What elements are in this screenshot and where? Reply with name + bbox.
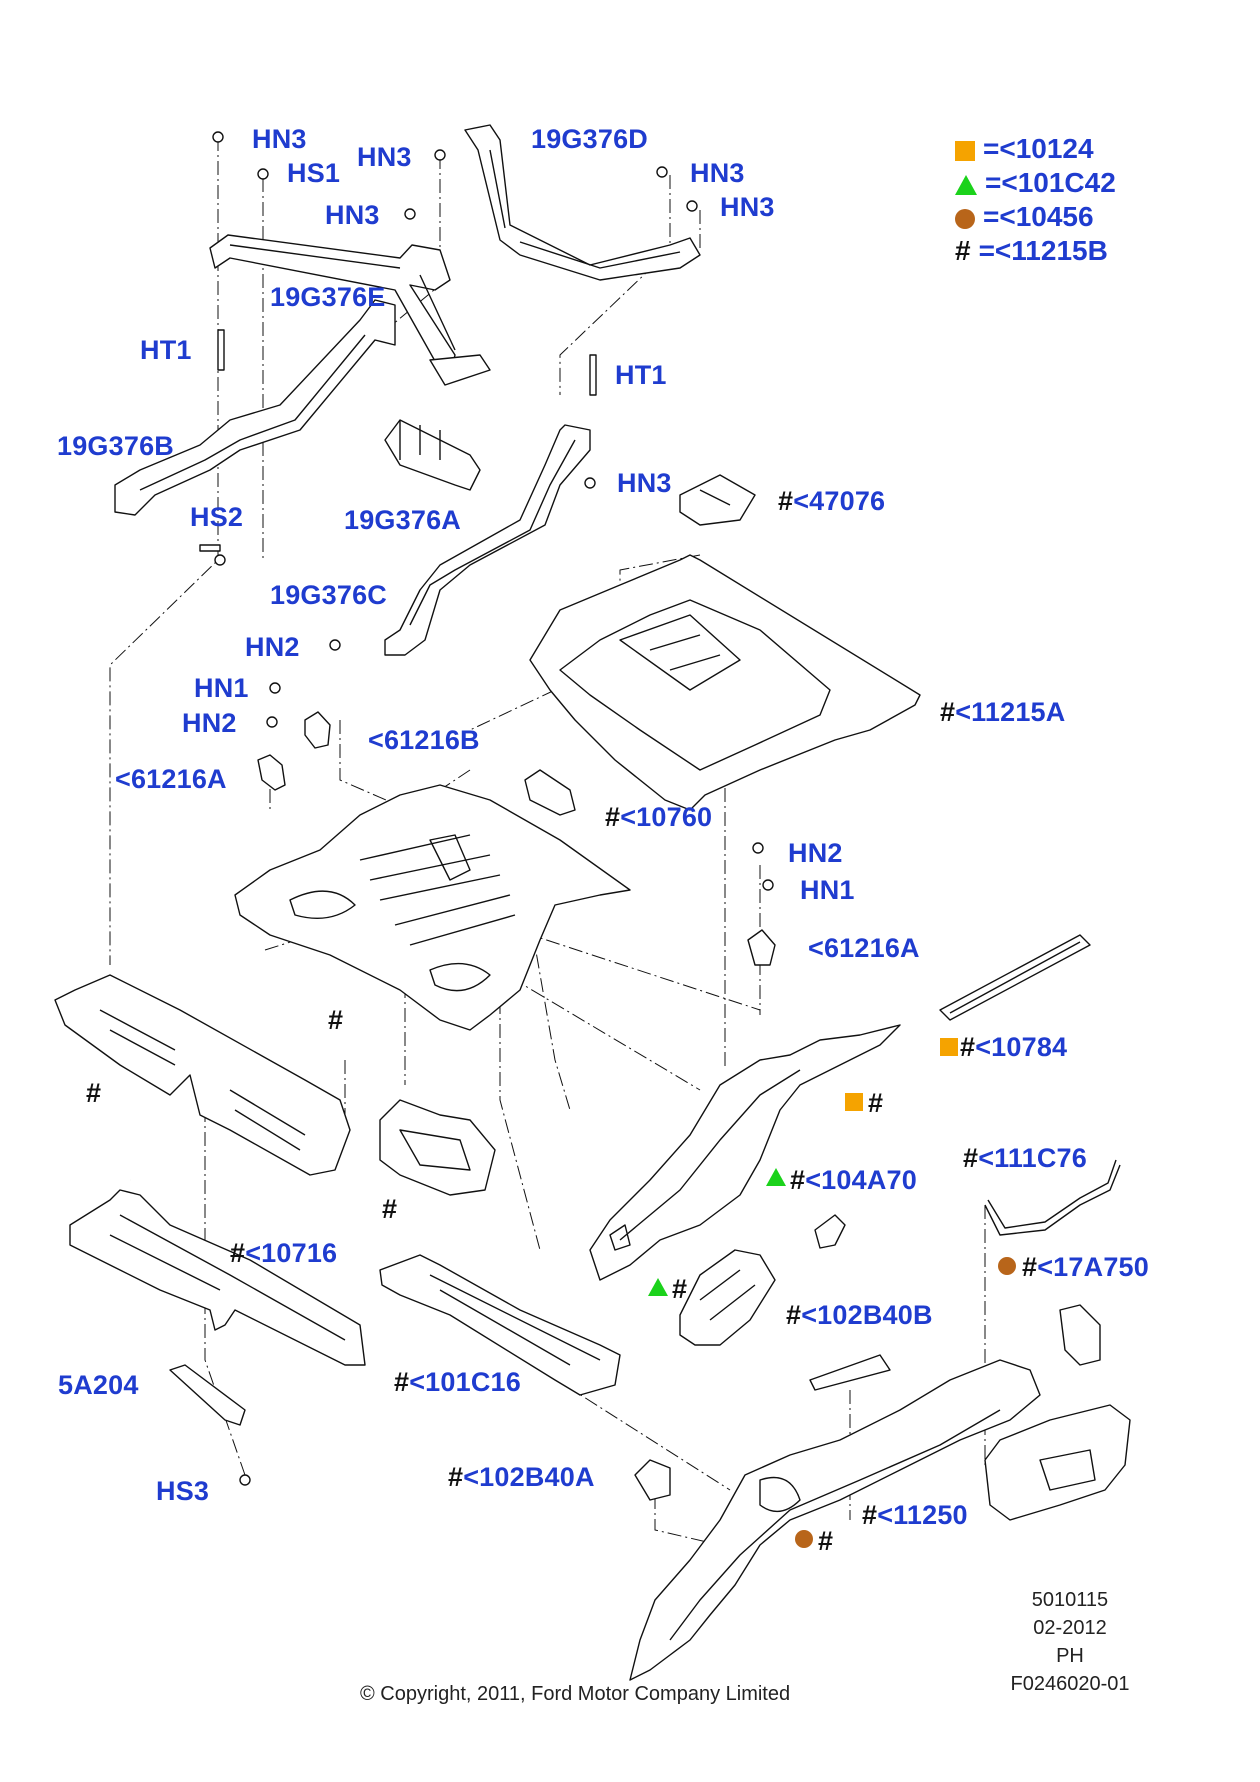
callout-101c16: #<101C16 xyxy=(394,1367,521,1397)
callout-hn3: HN3 xyxy=(617,468,672,498)
callout-61216a: <61216A xyxy=(115,764,227,794)
callout-hn3: HN3 xyxy=(357,142,412,172)
triangle-icon xyxy=(955,174,977,195)
callout-19g376b: 19G376B xyxy=(57,431,174,461)
legend-item-triangle: =<101C42 xyxy=(955,168,1116,198)
callout-61216b: <61216B xyxy=(368,725,480,755)
callout-hn3: HN3 xyxy=(690,158,745,188)
callout-102b40a: #<102B40A xyxy=(448,1462,595,1492)
callout-hash: # xyxy=(868,1088,884,1118)
callout-hs3: HS3 xyxy=(156,1476,210,1506)
callout-hn2: HN2 xyxy=(245,632,300,662)
callout-111c76: #<111C76 xyxy=(963,1143,1087,1173)
callout-hash: # xyxy=(328,1005,344,1035)
legend-item-square: =<10124 xyxy=(955,134,1094,164)
callout-hn3: HN3 xyxy=(252,124,307,154)
callout-10760: #<10760 xyxy=(605,802,713,832)
callout-hash: # xyxy=(382,1194,398,1224)
fasteners xyxy=(199,131,774,1486)
alignment-lines xyxy=(109,137,1076,1546)
callout-hn3: HN3 xyxy=(720,192,775,222)
callout-hn1: HN1 xyxy=(194,673,249,703)
callout-10784: #<10784 xyxy=(960,1032,1068,1062)
callout-19g376a: 19G376A xyxy=(344,505,461,535)
callout-11215a: #<11215A xyxy=(940,697,1066,727)
callout-19g376e: 19G376E xyxy=(270,282,386,312)
hash-icon: # xyxy=(955,235,971,266)
callout-hash: # xyxy=(672,1274,688,1304)
doc-code: 5010115 xyxy=(1031,1589,1109,1611)
callout-hash: # xyxy=(86,1078,102,1108)
legend-item-circle: =<10456 xyxy=(955,202,1094,232)
callout-102b40b: #<102B40B xyxy=(786,1300,933,1330)
callout-5a204: 5A204 xyxy=(58,1370,139,1400)
callout-17a750: #<17A750 xyxy=(1022,1252,1149,1282)
legend-item-hash: #=<11215B xyxy=(955,235,1108,266)
callout-11250: #<11250 xyxy=(862,1500,968,1530)
callout-hs2: HS2 xyxy=(190,502,244,532)
square-icon xyxy=(955,140,975,161)
callout-10716: #<10716 xyxy=(230,1238,338,1268)
doc-initials: PH xyxy=(1056,1645,1084,1667)
callout-104a70: #<104A70 xyxy=(790,1165,917,1195)
callout-hn3: HN3 xyxy=(325,200,380,230)
callout-ht1: HT1 xyxy=(615,360,667,390)
callout-19g376c: 19G376C xyxy=(270,580,387,610)
circle-icon xyxy=(955,208,975,229)
callout-hash: # xyxy=(818,1526,834,1556)
doc-date: 02-2012 xyxy=(1033,1617,1107,1639)
callout-19g376d: 19G376D xyxy=(531,124,648,154)
diagram-markers xyxy=(648,1038,1016,1548)
callout-hn1: HN1 xyxy=(800,875,855,905)
callout-47076: #<47076 xyxy=(778,486,886,516)
callout-hs1: HS1 xyxy=(287,158,341,188)
callout-hn2: HN2 xyxy=(788,838,843,868)
figure-id: F0246020-01 xyxy=(1010,1673,1130,1695)
copyright-text: © Copyright, 2011, Ford Motor Company Li… xyxy=(360,1683,791,1705)
callout-61216a: <61216A xyxy=(808,933,920,963)
callout-ht1: HT1 xyxy=(140,335,192,365)
callout-hn2: HN2 xyxy=(182,708,237,738)
